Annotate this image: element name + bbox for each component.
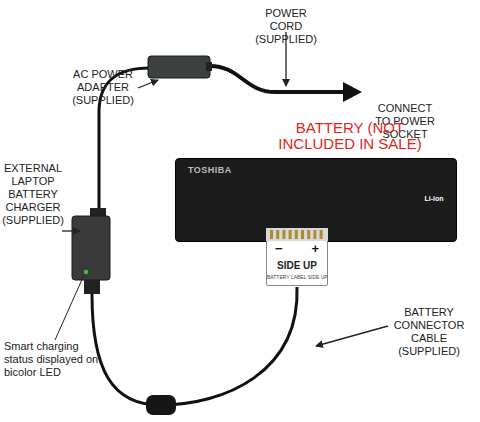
connector-marking: SIDE UP (267, 260, 327, 271)
battery-chem-mark: Li-ion (420, 195, 448, 203)
connector-cable (92, 287, 297, 405)
connector-marking: BATTERY LABEL SIDE UP (267, 274, 327, 280)
power-cord (210, 66, 345, 92)
charger-strain-relief (84, 280, 100, 294)
cord-arrowhead (343, 82, 362, 102)
battery-charger (72, 216, 110, 280)
callout-label: BATTERY CONNECTOR CABLE (SUPPLIED) (386, 306, 472, 358)
connector-plug (266, 228, 328, 241)
bicolor-led (84, 270, 88, 274)
connector-pin (313, 230, 316, 239)
leader-line (55, 275, 84, 340)
battery-connector: − + SIDE UP BATTERY LABEL SIDE UP (266, 240, 328, 286)
callout-label: AC POWER ADAPTER (SUPPLIED) (66, 68, 140, 107)
callout-arrow (62, 230, 80, 231)
connector-pin (289, 230, 292, 239)
adapter-plug (206, 62, 212, 71)
ac-adapter (148, 56, 210, 78)
ferrite-bead (146, 395, 176, 415)
connector-pin (295, 230, 298, 239)
callout-arrow (316, 326, 388, 346)
warning-label: BATTERY (NOT INCLUDED IN SALE) (262, 120, 438, 152)
battery-brand: TOSHIBA (188, 165, 232, 175)
callout-label: POWER CORD (SUPPLIED) (248, 7, 324, 46)
callout-label: EXTERNAL LAPTOP BATTERY CHARGER (SUPPLIE… (1, 162, 65, 227)
callout-arrow (138, 80, 158, 88)
laptop-battery: TOSHIBA (175, 158, 457, 242)
connector-pin (282, 230, 285, 239)
polarity-plus: + (311, 241, 319, 256)
connector-pin (301, 230, 304, 239)
connector-pin (276, 230, 279, 239)
callout-label: Smart charging status displayed on bicol… (4, 340, 108, 379)
connector-pin (307, 230, 310, 239)
connector-pin (320, 230, 323, 239)
connector-pin (270, 230, 273, 239)
polarity-minus: − (275, 241, 283, 256)
